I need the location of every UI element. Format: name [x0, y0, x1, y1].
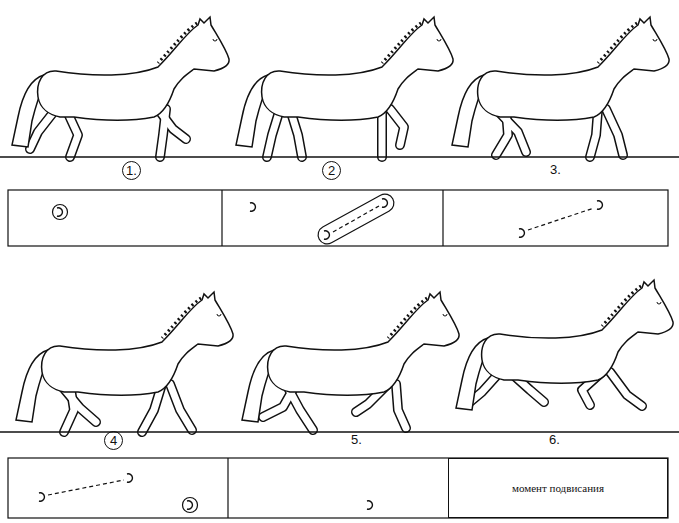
horse-figure: [236, 17, 453, 157]
phase-panel: момент подвисания: [448, 458, 668, 518]
ground-line: [0, 431, 679, 433]
horse-figure: [242, 292, 459, 430]
phase-number: 5.: [351, 432, 362, 448]
phase-number: 3.: [550, 162, 561, 178]
footfall-panel: [8, 190, 668, 518]
horse-figure: [12, 17, 229, 157]
phase-number: 1.: [122, 161, 141, 180]
phase-number: 4: [104, 431, 123, 450]
horse-figure: [456, 280, 673, 410]
phase-number: 2: [322, 161, 341, 180]
ground-line: [0, 156, 679, 158]
horse-figure: [16, 292, 233, 432]
phase-number: 6.: [549, 432, 560, 448]
horse-figure: [452, 17, 669, 157]
panel-note: момент подвисания: [512, 482, 604, 495]
